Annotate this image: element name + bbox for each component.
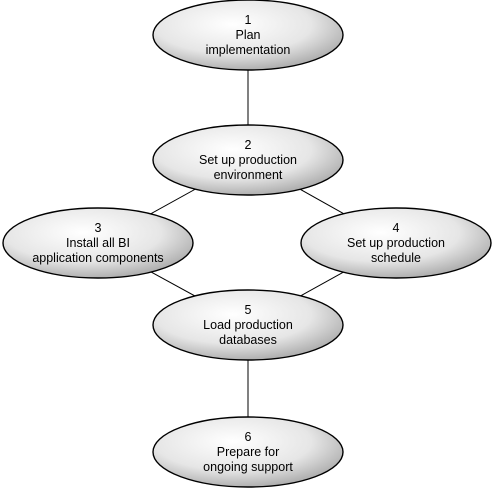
- step-1-label-line-2: implementation: [206, 43, 291, 57]
- step-6-label-line-1: Prepare for: [217, 445, 280, 459]
- step-4-label-line-1: Set up production: [347, 236, 445, 250]
- step-3-number: 3: [95, 221, 102, 235]
- step-1-label-line-1: Plan: [235, 28, 260, 42]
- step-2-label-line-2: environment: [214, 168, 283, 182]
- step-1-oval: [152, 0, 344, 71]
- step-4-label-line-2: schedule: [371, 251, 421, 265]
- step-3-label-line-1: Install all BI: [66, 236, 130, 250]
- step-5-oval: [152, 289, 344, 361]
- step-6-oval: [152, 416, 344, 488]
- step-4-oval: [300, 207, 492, 279]
- step-2-number: 2: [245, 138, 252, 152]
- step-2-label-line-1: Set up production: [199, 153, 297, 167]
- step-5-label-line-2: databases: [219, 333, 277, 347]
- step-5-label-line-1: Load production: [203, 318, 293, 332]
- step-6-label-line-2: ongoing support: [203, 460, 293, 474]
- step-1-number: 1: [245, 13, 252, 27]
- step-5-number: 5: [245, 303, 252, 317]
- step-3-oval: [2, 207, 194, 279]
- step-3-label-line-2: application components: [32, 251, 163, 265]
- step-2-oval: [152, 124, 344, 196]
- step-6-number: 6: [245, 430, 252, 444]
- step-4-number: 4: [393, 221, 400, 235]
